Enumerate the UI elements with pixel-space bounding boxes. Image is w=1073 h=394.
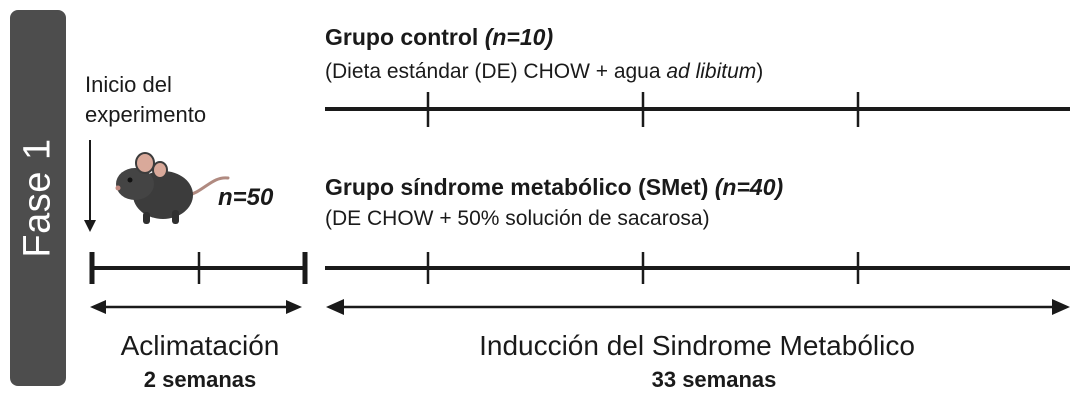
- smet-group-n: (n=40): [714, 174, 784, 200]
- control-description-main: (Dieta estándar (DE) CHOW + agua: [325, 60, 667, 83]
- smet-timeline: [325, 252, 1070, 284]
- induction-duration: 33 semanas: [651, 367, 777, 392]
- control-group-description: (Dieta estándar (DE) CHOW + agua ad libi…: [325, 60, 763, 84]
- mouse-count: n=50: [218, 184, 274, 211]
- control-description-italic: ad libitum: [666, 60, 757, 83]
- control-group-n: (n=10): [484, 24, 554, 50]
- induction-label: Inducción del Sindrome Metabólico: [479, 330, 915, 361]
- acclimation-label: Aclimatación: [120, 330, 280, 361]
- control-description-end: ): [756, 60, 764, 83]
- start-label-line1: Inicio del: [85, 72, 172, 97]
- start-label: Inicio del experimento: [85, 70, 206, 130]
- mouse-icon: [115, 152, 230, 224]
- smet-group-name: Grupo síndrome metabólico (SMet): [325, 174, 709, 200]
- acclimation-duration: 2 semanas: [143, 367, 257, 392]
- acclimation-arrow: [90, 300, 302, 314]
- control-group-title: Grupo control (n=10): [325, 24, 553, 51]
- smet-group-description: (DE CHOW + 50% solución de sacarosa): [325, 207, 710, 230]
- acclimation-timeline: [89, 252, 308, 284]
- induction-arrow: [326, 299, 1070, 315]
- control-group-name: Grupo control: [325, 24, 479, 50]
- control-timeline: [325, 92, 1070, 127]
- smet-group-title: Grupo síndrome metabólico (SMet) (n=40): [325, 174, 783, 201]
- start-arrow: [84, 140, 96, 232]
- phase-tab: [10, 10, 66, 386]
- start-label-line2: experimento: [85, 102, 207, 127]
